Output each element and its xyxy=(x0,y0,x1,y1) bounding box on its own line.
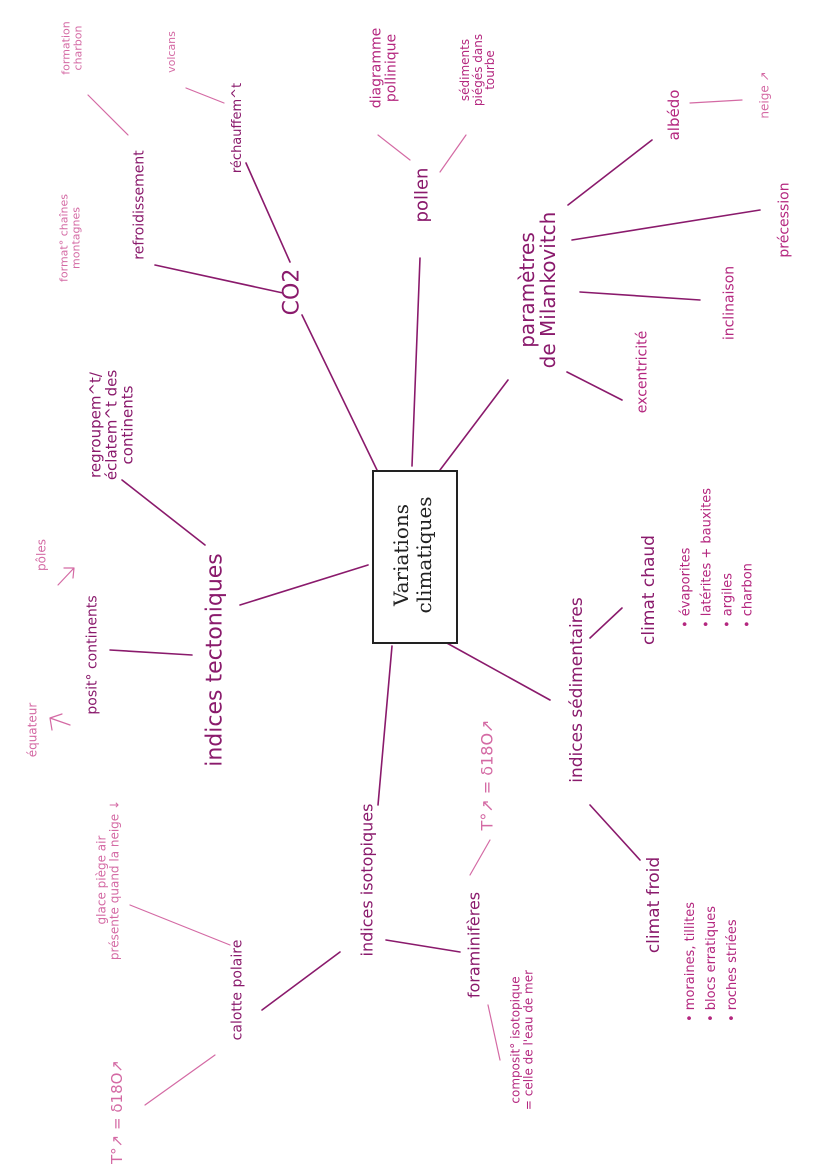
label-refroidissement: refroidissement xyxy=(131,150,148,260)
label-formation-charbon: formation charbon xyxy=(59,21,84,75)
label-calotte-polaire: calotte polaire xyxy=(229,939,246,1041)
line-center-isotopiques xyxy=(377,645,393,806)
label-format-chaines: format° chaînes montagnes xyxy=(57,194,82,282)
line-sedi-froid xyxy=(589,804,641,861)
line-rechauff-volcans xyxy=(185,87,225,104)
line-center-co2 xyxy=(301,314,378,471)
line-milank-precession xyxy=(571,209,761,241)
line-center-sedimentaires xyxy=(444,641,551,701)
line-sedi-chaud xyxy=(589,607,623,639)
line-milank-excentricite xyxy=(566,371,623,401)
line-calotte-t xyxy=(144,1054,216,1106)
line-co2-refroid xyxy=(154,264,284,294)
label-climat-chaud-items: • évaporites • latérites + bauxites • ar… xyxy=(678,487,756,629)
line-tecto-posit xyxy=(109,649,193,656)
label-co2: CO2 xyxy=(279,268,305,316)
line-albedo-neige xyxy=(689,99,743,104)
label-volcans: volcans xyxy=(165,31,179,73)
label-equateur: équateur xyxy=(25,702,40,758)
central-topic-box xyxy=(372,470,458,644)
central-topic: Variations climatiques xyxy=(389,496,436,614)
label-indices-sedimentaires: indices sédimentaires xyxy=(567,597,588,783)
label-sediments-pieges: sédiments piégés dans tourbe xyxy=(458,33,498,107)
label-excentricite: excentricité xyxy=(634,330,651,414)
label-albedo: albédo xyxy=(665,89,684,141)
line-refroid-charbon xyxy=(87,94,129,136)
label-t-foram: T°↗ = δ18O↗ xyxy=(477,719,497,831)
label-glace-piege: glace piège air présente quand la neige … xyxy=(94,799,121,961)
label-compo-isotopique: composit° isotopique = celle de l'eau de… xyxy=(508,969,535,1111)
central-topic-line2: climatiques xyxy=(412,496,436,614)
label-poles: pôles xyxy=(34,539,49,571)
label-precession: précession xyxy=(776,182,793,258)
label-climat-froid-items: • moraines, tillites • blocs erratiques … xyxy=(682,901,740,1023)
label-inclinaison: inclinaison xyxy=(721,265,738,341)
line-center-pollen xyxy=(411,257,421,467)
label-neige: neige ↗ xyxy=(757,71,772,119)
line-co2-rechauff xyxy=(245,162,291,263)
line-iso-calotte xyxy=(261,951,341,1011)
line-foram-t xyxy=(469,839,491,876)
line-pollen-diagramme xyxy=(377,134,411,161)
label-regroupement: regroupem^t/ éclatem^t des continents xyxy=(86,369,136,481)
label-milankovitch: paramètres de Milankovitch xyxy=(515,211,560,369)
line-milank-albedo xyxy=(567,139,653,206)
line-foram-compo xyxy=(487,1004,501,1061)
label-rechauffement: réchauffem^t xyxy=(230,82,246,174)
line-pollen-sediments xyxy=(439,134,467,173)
label-climat-chaud: climat chaud xyxy=(639,535,660,645)
line-milank-inclinaison xyxy=(579,291,701,301)
line-tecto-regroup xyxy=(121,479,206,546)
arrow-poles xyxy=(57,567,75,586)
label-climat-froid: climat froid xyxy=(644,856,665,954)
label-indices-isotopiques: indices isotopiques xyxy=(357,803,377,957)
label-indices-tectoniques: indices tectoniques xyxy=(202,553,228,767)
line-iso-foram xyxy=(385,939,461,953)
line-calotte-glace xyxy=(129,904,231,946)
label-posit-continents: posit° continents xyxy=(84,595,101,715)
line-center-milankovitch xyxy=(439,379,509,471)
central-topic-line1: Variations xyxy=(389,503,413,607)
label-pollen: pollen xyxy=(411,167,433,223)
label-diagramme-pollinique: diagramme pollinique xyxy=(368,27,399,109)
line-center-tectonique xyxy=(239,564,369,606)
arrow-equateur xyxy=(49,713,71,731)
label-t-calotte: T°↗ = δ18O↗ xyxy=(108,1060,127,1164)
label-foraminiferes: foraminifères xyxy=(464,891,484,999)
